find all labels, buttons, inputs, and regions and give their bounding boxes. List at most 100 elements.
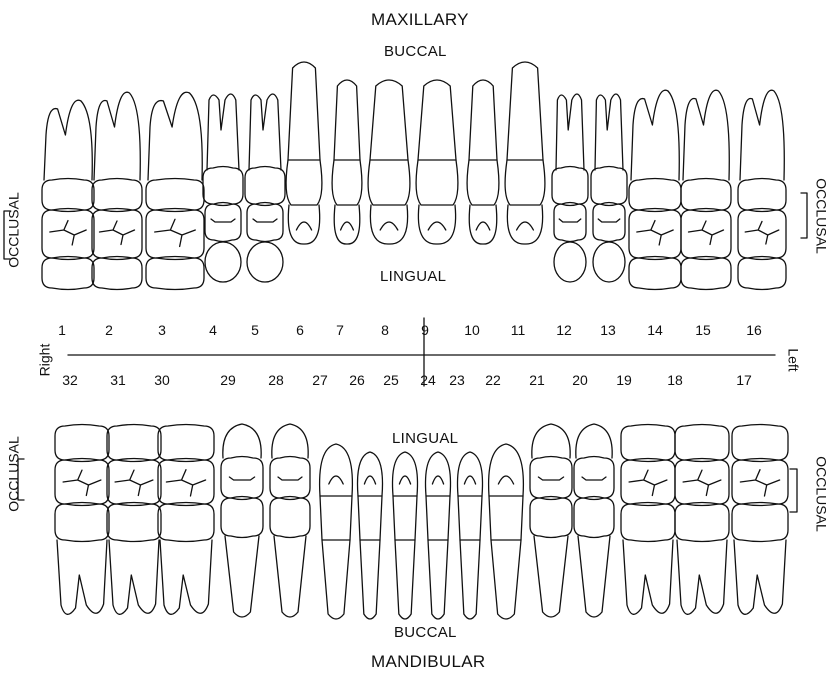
upper-tooth-6 xyxy=(286,62,322,244)
occlusal-surface xyxy=(221,457,263,500)
buccal-crown xyxy=(270,497,310,538)
fissure xyxy=(278,477,302,480)
lower-tooth-28 xyxy=(270,424,310,617)
roots xyxy=(109,540,159,614)
lingual-crown xyxy=(621,425,675,462)
cingulum xyxy=(517,222,534,230)
lower-tooth-19 xyxy=(621,425,675,615)
upper-tooth-3 xyxy=(146,92,204,289)
lower-tooth-27 xyxy=(320,444,353,619)
upper-tooth-4 xyxy=(203,94,243,282)
upper-right-bracket xyxy=(801,193,807,238)
roots xyxy=(734,540,786,614)
root xyxy=(322,540,350,619)
fissure xyxy=(50,221,86,245)
fissure xyxy=(559,219,581,222)
lingual-cusp xyxy=(205,242,241,282)
lingual-surface xyxy=(426,452,451,496)
lingual-surface xyxy=(458,452,483,496)
lingual-surface xyxy=(358,452,383,496)
lingual-crown xyxy=(42,257,94,290)
cingulum xyxy=(428,222,446,230)
crown xyxy=(320,496,352,540)
cingulum xyxy=(341,222,354,230)
fissure xyxy=(538,477,563,480)
lingual-surface xyxy=(320,444,353,496)
cingulum xyxy=(432,476,443,484)
fissure xyxy=(598,219,620,222)
fissure xyxy=(253,219,277,222)
fissure xyxy=(637,221,673,245)
root xyxy=(94,92,140,180)
root xyxy=(334,80,360,160)
crown xyxy=(467,160,499,205)
lingual-crown xyxy=(738,257,786,290)
fissure xyxy=(100,221,135,245)
cingulum xyxy=(476,222,490,230)
upper-tooth-14 xyxy=(629,90,681,289)
root xyxy=(491,540,521,619)
occlusal-surface xyxy=(629,209,681,260)
cingulum xyxy=(464,476,475,484)
crown xyxy=(458,496,482,540)
upper-tooth-5 xyxy=(245,94,285,282)
root xyxy=(370,80,408,160)
lingual-surface xyxy=(507,205,542,244)
buccal-crown xyxy=(245,167,285,206)
lingual-crown xyxy=(681,257,731,290)
occlusal-surface xyxy=(92,209,142,260)
lingual-crown xyxy=(55,425,109,462)
lingual-crown xyxy=(107,425,161,462)
buccal-crown xyxy=(621,503,675,542)
root xyxy=(683,90,729,180)
lingual-cusp xyxy=(223,424,261,458)
root xyxy=(556,94,584,170)
root xyxy=(44,100,92,180)
cingulum xyxy=(498,476,513,484)
buccal-crown xyxy=(732,503,788,542)
lingual-cusp xyxy=(272,424,308,458)
buccal-crown xyxy=(552,167,588,206)
root xyxy=(595,94,623,170)
lower-tooth-17 xyxy=(732,425,788,615)
fissure xyxy=(63,470,101,495)
crown xyxy=(286,160,322,205)
lower-tooth-22 xyxy=(489,444,524,619)
root xyxy=(274,536,306,617)
occlusal-surface xyxy=(270,457,310,500)
root xyxy=(740,90,784,180)
root xyxy=(207,94,239,170)
lower-tooth-26 xyxy=(358,452,383,619)
lower-tooth-25 xyxy=(393,452,418,619)
buccal-crown xyxy=(530,497,572,538)
cingulum xyxy=(380,222,398,230)
lingual-surface xyxy=(469,205,497,244)
fissure xyxy=(683,470,721,495)
upper-tooth-2 xyxy=(92,92,142,289)
root xyxy=(460,540,480,619)
cingulum xyxy=(296,222,311,230)
occlusal-surface xyxy=(42,209,94,260)
root xyxy=(249,94,281,170)
upper-tooth-8 xyxy=(368,80,410,244)
lower-tooth-29 xyxy=(221,424,263,617)
lingual-surface xyxy=(489,444,524,496)
buccal-crown xyxy=(629,179,681,212)
root xyxy=(469,80,497,160)
upper-tooth-16 xyxy=(738,90,786,289)
fissure xyxy=(629,470,667,495)
root xyxy=(418,80,456,160)
lower-left-bracket xyxy=(18,459,24,500)
lower-right-bracket xyxy=(790,469,797,512)
lingual-surface xyxy=(418,205,455,244)
lingual-cusp xyxy=(532,424,570,458)
fissure xyxy=(229,477,254,480)
fissure xyxy=(115,470,153,495)
buccal-crown xyxy=(55,503,109,542)
cingulum xyxy=(364,476,375,484)
root xyxy=(534,536,568,617)
upper-tooth-9 xyxy=(416,80,458,244)
lower-tooth-21 xyxy=(530,424,572,617)
roots xyxy=(160,540,212,614)
